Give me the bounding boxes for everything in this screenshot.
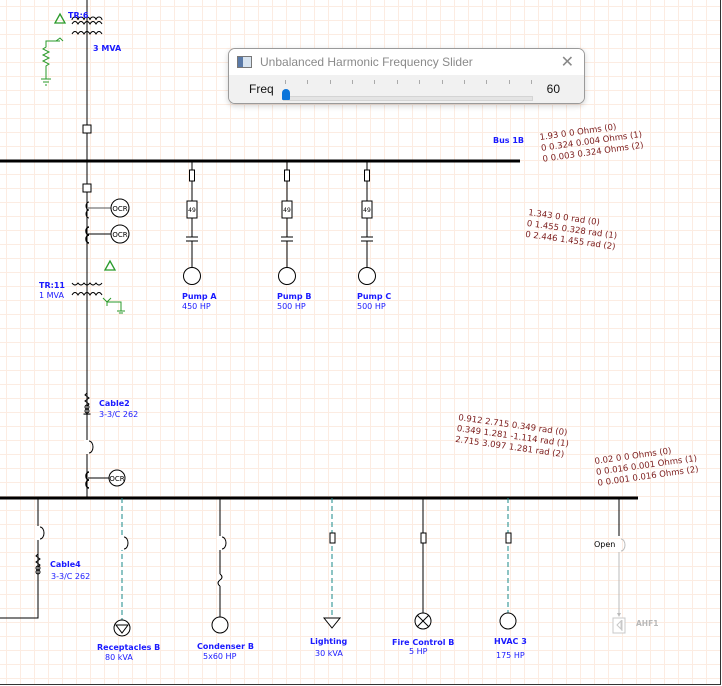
svg-text:49: 49 (363, 207, 371, 214)
condenser-b-branch[interactable] (211, 498, 229, 634)
hvac-3-rating: 175 HP (496, 651, 525, 660)
freq-label: Freq (249, 82, 274, 96)
slider-tick (374, 80, 376, 84)
fire-control-b-name: Fire Control B (392, 638, 454, 647)
dialog-title: Unbalanced Harmonic Frequency Slider (260, 54, 473, 69)
lighting-name: Lighting (310, 637, 348, 646)
fire-control-b-branch[interactable] (414, 498, 432, 630)
tr6-id-label: TR:6 (68, 11, 89, 20)
transformer-tr6[interactable] (71, 16, 103, 35)
overload-relay-icon (281, 200, 293, 219)
cable2-spec-label: 3-3/C 262 (99, 410, 138, 419)
slider-tick (508, 80, 510, 84)
pump-rating-label: 500 HP (357, 302, 386, 311)
lower-angle-results: 0.912 2.715 0.349 rad (0) 0.349 1.281 -1… (455, 413, 570, 460)
open-status-label: Open (594, 540, 615, 549)
lighting-rating: 30 kVA (315, 649, 343, 658)
transformer-tr11[interactable] (71, 282, 103, 296)
condenser-b-name: Condenser B (197, 642, 254, 651)
tr11-rating-label: 1 MVA (39, 291, 64, 300)
ahf1-label: AHF1 (636, 619, 658, 628)
slider-tick (419, 80, 421, 84)
grounding-resistor-icon (41, 37, 64, 86)
svg-text:OCR: OCR (112, 231, 127, 239)
breaker-open-icon[interactable] (84, 440, 94, 454)
cable4-branch[interactable] (0, 498, 45, 619)
motor-icon (358, 267, 376, 285)
slider-tick (463, 80, 465, 84)
dialog-title-bar[interactable]: Unbalanced Harmonic Frequency Slider (229, 49, 584, 74)
svg-text:OCR: OCR (112, 205, 127, 213)
motor-icon (278, 267, 296, 285)
freq-value: 60 (546, 82, 560, 96)
bus1b-impedance-results: 1.93 0 0 Ohms (0) 0 0.324 0.004 Ohms (1)… (539, 122, 644, 164)
current-transformer-icon (85, 201, 112, 219)
slider-tick (441, 80, 443, 84)
tr11-id-label: TR:11 (39, 281, 65, 290)
ahf1-branch[interactable] (612, 498, 626, 634)
frequency-slider-track[interactable] (283, 96, 533, 101)
close-icon[interactable]: ✕ (560, 54, 574, 71)
lower-impedance-results: 0.02 0 0 Ohms (0) 0 0.016 0.001 Ohms (1)… (594, 446, 699, 488)
condenser-b-rating: 5x60 HP (203, 652, 237, 661)
slider-tick (329, 80, 331, 84)
svg-text:49: 49 (188, 207, 196, 214)
receptacles-b-rating: 80 kVA (105, 653, 133, 662)
svg-text:49: 49 (283, 207, 291, 214)
relay-ocr-1[interactable]: OCR (110, 198, 130, 218)
lighting-branch[interactable] (322, 498, 342, 629)
pump-rating-label: 450 HP (182, 302, 211, 311)
wye-ground-icon (102, 297, 125, 314)
overload-relay-icon (186, 200, 198, 219)
frequency-slider-thumb[interactable] (282, 89, 290, 100)
fuse-icon (364, 169, 370, 182)
relay-ocr-3[interactable]: OCR (108, 469, 126, 487)
fuse-icon (189, 169, 195, 182)
delta-symbol-icon (103, 259, 117, 271)
pump-name-label: Pump B (277, 292, 312, 301)
dialog-body: Freq 60 (229, 75, 584, 103)
hvac-3-branch[interactable] (499, 498, 517, 630)
pump-name-label: Pump A (182, 292, 217, 301)
delta-symbol-icon (53, 12, 67, 24)
slider-tick (396, 80, 398, 84)
fire-control-b-rating: 5 HP (409, 647, 428, 656)
breaker-icon[interactable] (82, 183, 92, 193)
receptacles-b-branch[interactable] (113, 498, 131, 637)
cable2-name-label: Cable2 (99, 399, 130, 408)
slider-tick (307, 80, 309, 84)
receptacles-b-name: Receptacles B (97, 643, 160, 652)
pump-name-label: Pump C (357, 292, 391, 301)
current-transformer-icon (85, 226, 112, 244)
app-window-icon (237, 55, 252, 68)
cable4-name-label: Cable4 (50, 560, 81, 569)
cable2-symbol[interactable] (83, 392, 91, 415)
relay-ocr-2[interactable]: OCR (110, 224, 130, 244)
slider-ticks (285, 80, 533, 86)
bus-1b-label: Bus 1B (493, 136, 524, 145)
bus1b-angle-results: 1.343 0 0 rad (0) 0 1.455 0.328 rad (1) … (525, 208, 618, 252)
overload-relay-icon (361, 200, 373, 219)
breaker-icon[interactable] (82, 124, 92, 134)
slider-tick (285, 80, 286, 84)
current-transformer-icon (85, 471, 110, 489)
fuse-icon (284, 169, 290, 182)
harmonic-frequency-slider-dialog: Unbalanced Harmonic Frequency Slider ✕ F… (228, 48, 585, 104)
svg-text:OCR: OCR (109, 475, 124, 483)
pump-rating-label: 500 HP (277, 302, 306, 311)
slider-tick (531, 80, 532, 84)
slider-tick (486, 80, 488, 84)
slider-tick (352, 80, 354, 84)
motor-icon (183, 267, 201, 285)
cable4-spec-label: 3-3/C 262 (51, 572, 90, 581)
hvac-3-name: HVAC 3 (494, 637, 527, 646)
tr6-rating-label: 3 MVA (93, 44, 122, 53)
